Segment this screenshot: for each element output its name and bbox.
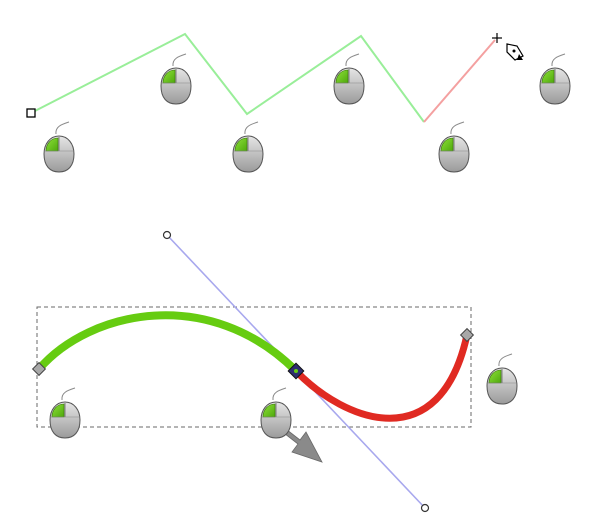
curve-segment-first — [35, 311, 300, 375]
bezier-handle-circle-icon[interactable] — [162, 230, 172, 240]
mouse-left-click-icon — [49, 387, 81, 439]
smooth-node-diamond-icon[interactable] — [459, 327, 475, 343]
mouse-left-click-icon — [539, 53, 571, 105]
mouse-left-click-icon — [438, 121, 470, 173]
bezier-panel — [31, 230, 518, 513]
mouse-left-click-icon — [43, 121, 75, 173]
mouse-left-click-icon — [160, 53, 192, 105]
smooth-node-diamond-icon[interactable] — [31, 361, 47, 377]
start-node-square-icon[interactable] — [26, 108, 36, 118]
bounding-box — [36, 306, 472, 428]
polyline-preview-segment — [423, 39, 496, 123]
mouse-left-click-icon — [486, 353, 518, 405]
polyline-panel — [26, 32, 571, 173]
polyline-path — [30, 32, 425, 123]
mouse-left-click-icon — [260, 387, 292, 439]
bezier-handle-circle-icon[interactable] — [420, 503, 430, 513]
curve-segment-second — [292, 331, 471, 422]
mouse-left-click-icon — [333, 53, 365, 105]
mouse-left-click-icon — [232, 121, 264, 173]
pen-tool-cursor-icon — [492, 33, 524, 61]
selected-node-center — [294, 369, 298, 373]
